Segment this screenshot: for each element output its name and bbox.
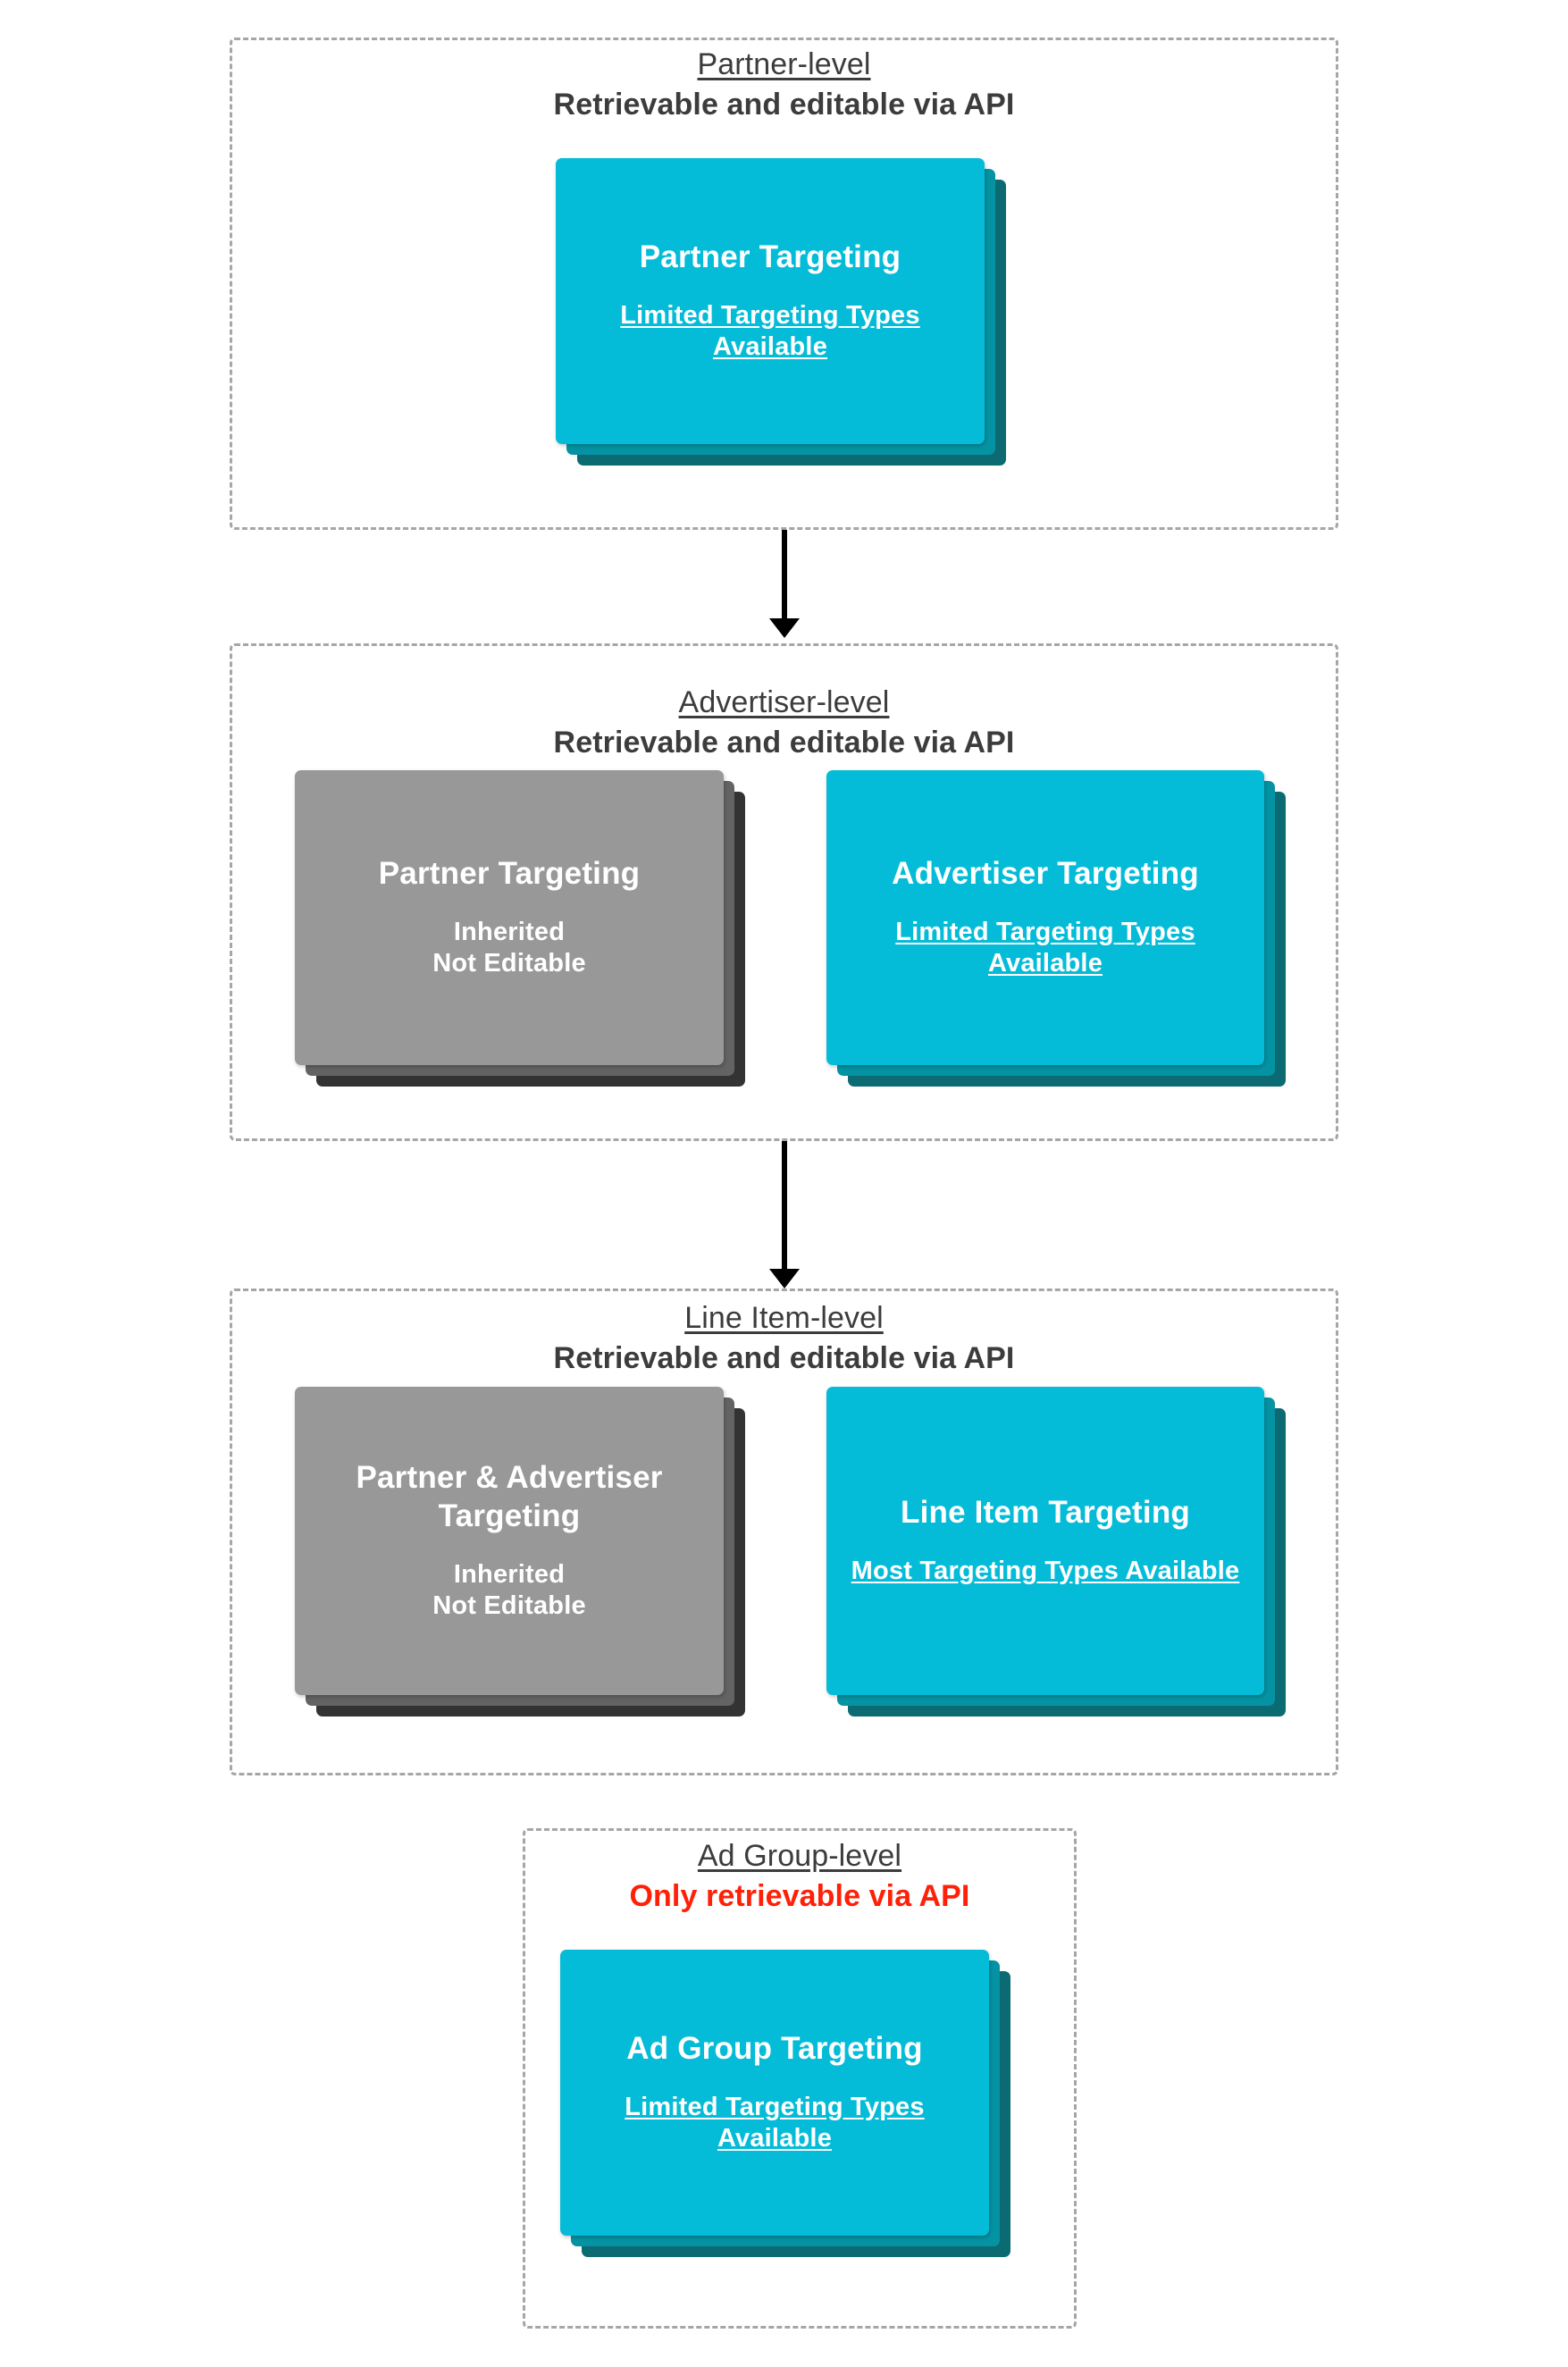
panel-advertiser-level-subtitle: Retrievable and editable via API (553, 726, 1015, 760)
card-note: Inherited Not Editable (432, 917, 586, 978)
panel-advertiser-level-header: Advertiser-level Retrievable and editabl… (230, 684, 1338, 762)
card-title: Partner & Advertiser Targeting (356, 1460, 663, 1534)
card-note: Inherited Not Editable (432, 1559, 586, 1621)
card-front-layer: Ad Group Targeting Limited Targeting Typ… (560, 1950, 989, 2236)
card-line-item-targeting[interactable]: Line Item Targeting Most Targeting Types… (826, 1387, 1286, 1716)
card-front-layer: Partner & Advertiser Targeting Inherited… (295, 1387, 724, 1695)
panel-line-item-level-subtitle: Retrievable and editable via API (553, 1341, 1015, 1376)
panel-ad-group-level (523, 1828, 1077, 2329)
panel-ad-group-level-header: Ad Group-level Only retrievable via API (523, 1838, 1077, 1916)
card-title: Partner Targeting (378, 856, 641, 892)
panel-advertiser-level-title: Advertiser-level (678, 685, 890, 719)
panel-line-item-level-header: Line Item-level Retrievable and editable… (230, 1300, 1338, 1378)
card-title: Ad Group Targeting (626, 2031, 923, 2067)
card-front-layer: Advertiser Targeting Limited Targeting T… (826, 770, 1264, 1065)
connector-arrowhead (769, 618, 800, 638)
card-ad-group-targeting[interactable]: Ad Group Targeting Limited Targeting Typ… (560, 1950, 1010, 2257)
panel-line-item-level-title: Line Item-level (684, 1301, 884, 1335)
panel-partner-level-subtitle: Retrievable and editable via API (553, 88, 1015, 122)
card-front-layer: Partner Targeting Inherited Not Editable (295, 770, 724, 1065)
panel-advertiser-level (230, 643, 1338, 1141)
connector-shaft (782, 1141, 787, 1271)
panel-line-item-level (230, 1288, 1338, 1775)
card-advertiser-targeting[interactable]: Advertiser Targeting Limited Targeting T… (826, 770, 1286, 1087)
card-note: Most Targeting Types Available (851, 1557, 1240, 1586)
card-note: Limited Targeting Types Available (620, 300, 920, 362)
card-title: Line Item Targeting (900, 1495, 1190, 1531)
card-note: Limited Targeting Types Available (625, 2092, 925, 2153)
card-title: Advertiser Targeting (892, 856, 1199, 892)
panel-ad-group-level-title: Ad Group-level (697, 1839, 902, 1873)
card-inherited-partner-advertiser-targeting[interactable]: Partner & Advertiser Targeting Inherited… (295, 1387, 745, 1716)
panel-partner-level-title: Partner-level (697, 47, 871, 81)
card-inherited-partner-targeting[interactable]: Partner Targeting Inherited Not Editable (295, 770, 745, 1087)
connector-shaft (782, 530, 787, 620)
panel-partner-level (230, 38, 1338, 530)
panel-ad-group-level-subtitle: Only retrievable via API (629, 1879, 970, 1914)
connector-arrowhead (769, 1269, 800, 1288)
card-title: Partner Targeting (639, 239, 901, 275)
card-front-layer: Partner Targeting Limited Targeting Type… (556, 158, 985, 444)
card-front-layer: Line Item Targeting Most Targeting Types… (826, 1387, 1264, 1695)
panel-partner-level-header: Partner-level Retrievable and editable v… (230, 46, 1338, 124)
card-partner-targeting[interactable]: Partner Targeting Limited Targeting Type… (556, 158, 1006, 466)
card-note: Limited Targeting Types Available (895, 917, 1195, 978)
